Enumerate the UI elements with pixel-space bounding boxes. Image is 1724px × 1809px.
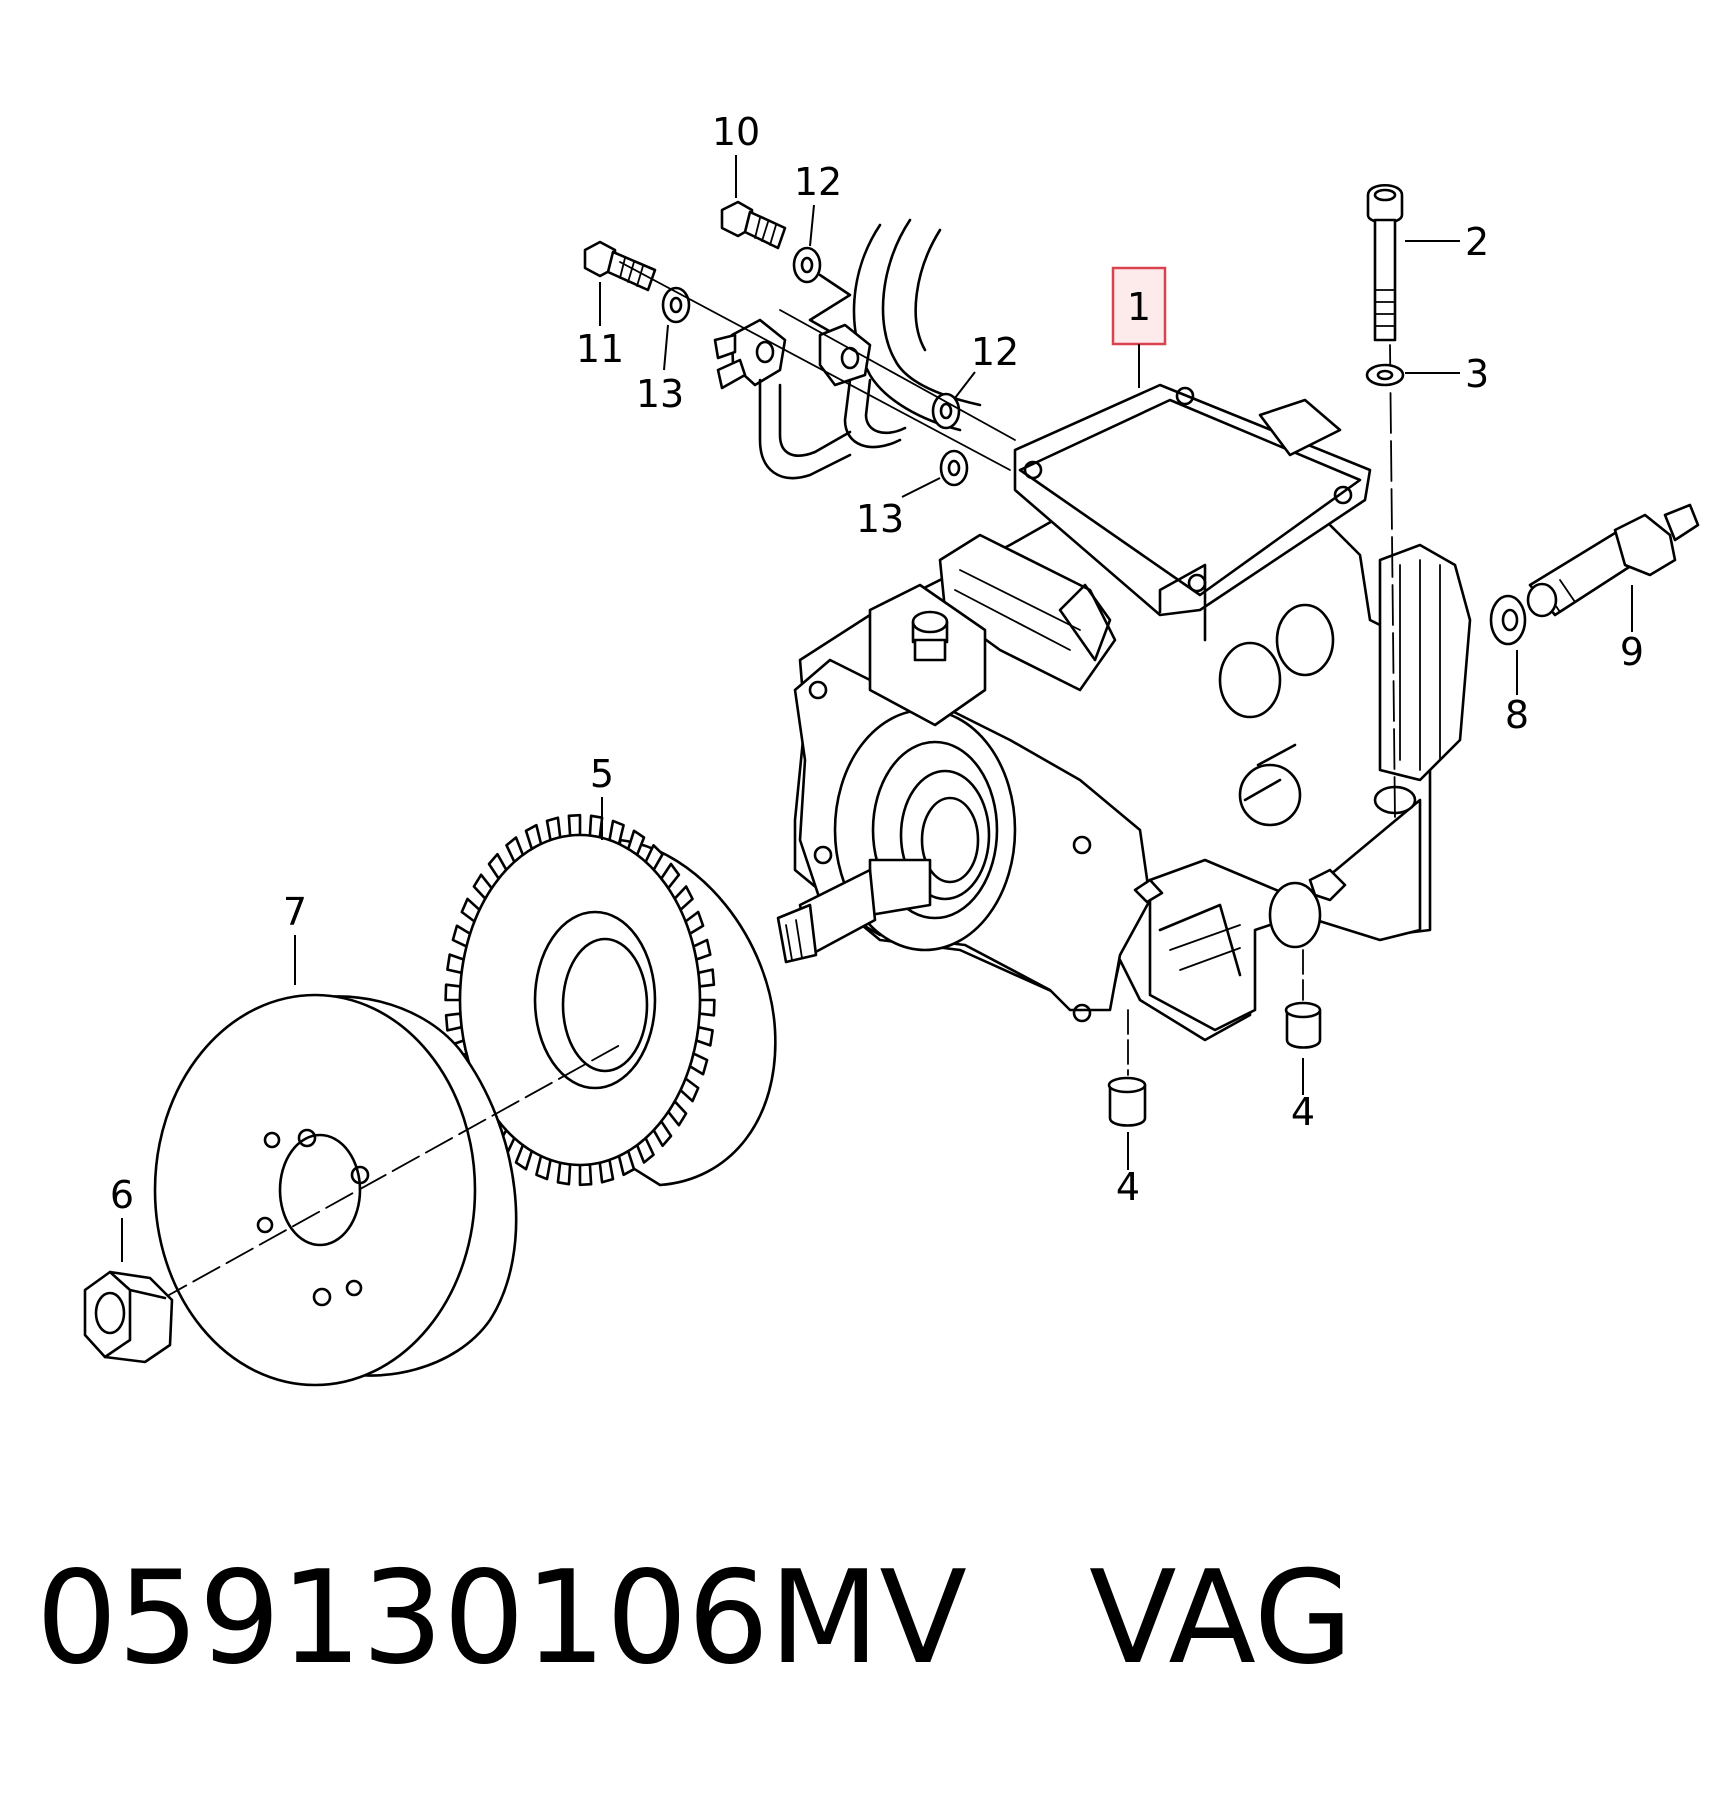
callout-1: 1 [1127,285,1151,329]
callouts: 1 2 3 4 4 5 6 7 8 9 10 11 12 12 13 13 [110,110,1644,1262]
bolt-11 [583,240,657,292]
callout-10: 10 [712,110,760,154]
callout-11: 11 [576,327,624,371]
callout-3: 3 [1465,352,1489,396]
sealing-washers-12-13 [661,246,969,487]
callout-8: 8 [1505,693,1529,737]
callout-2: 2 [1465,220,1489,264]
callout-9: 9 [1620,630,1644,674]
callout-5: 5 [590,752,614,796]
dowel-sleeve-right [1284,949,1322,1049]
toothed-gear [444,813,777,1187]
part-number-footer: 059130106MV VAG [36,1555,1353,1683]
callout-12-top: 12 [794,160,842,204]
injection-pump-body [776,218,1472,1042]
gear-tooth [588,814,604,839]
gear-tooth [578,1163,593,1187]
dowel-sleeve-left [1107,1009,1147,1127]
callout-12-mid: 12 [971,330,1019,374]
gear-tooth [444,983,462,1002]
callout-13-left: 13 [636,372,684,416]
callout-13-bottom: 13 [856,497,904,541]
callout-4-right: 4 [1291,1090,1315,1134]
fuel-line-fittings [619,261,1016,480]
brand-name: VAG [1089,1544,1353,1693]
hex-nut [83,1270,174,1364]
callout-6: 6 [110,1173,134,1217]
callout-4-left: 4 [1116,1165,1140,1209]
callout-1-highlight-box [1111,266,1167,346]
washer-3 [1365,363,1405,387]
long-bolt [1366,183,1404,821]
union-fitting [1526,503,1700,618]
bolt-10 [720,200,787,250]
gear-tooth [698,998,716,1017]
washer-8 [1489,594,1527,646]
gear-tooth [556,1161,572,1186]
callout-7: 7 [283,890,307,934]
pulley-hub [153,993,621,1387]
part-number: 059130106MV [36,1544,967,1693]
gear-tooth [567,813,582,837]
